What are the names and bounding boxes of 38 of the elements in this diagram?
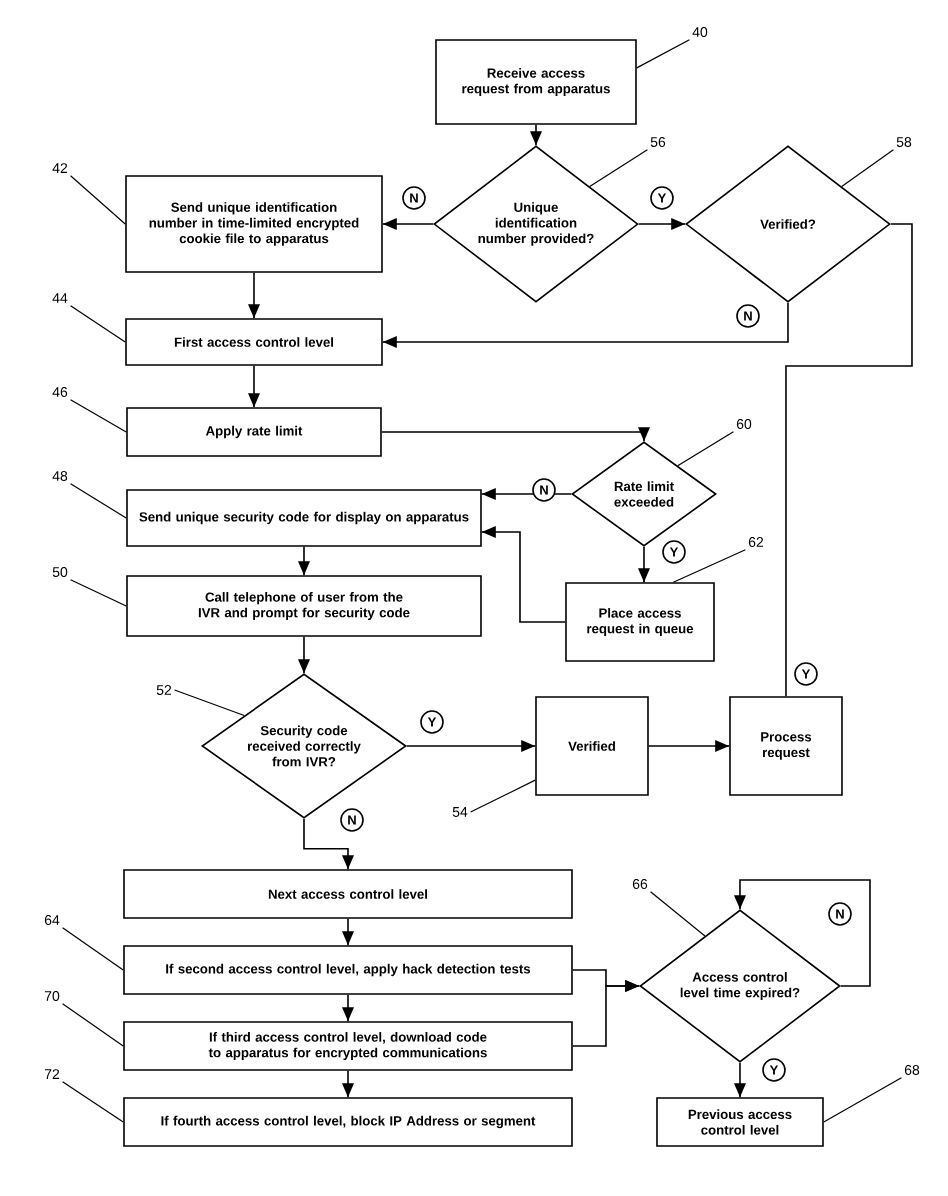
arrow [734,1062,746,1098]
arrow [298,546,310,576]
arrow [342,1070,354,1098]
leader-line [649,891,706,937]
leader-line [70,305,126,343]
leader-line [62,927,124,971]
leader-line [841,149,894,187]
arrow [342,918,354,946]
leader-line [62,1003,124,1047]
leader-line [823,1077,902,1123]
arrow [381,427,650,442]
arrow [648,740,730,752]
arrow [298,636,310,674]
leader-line [677,431,734,467]
arrow [248,272,260,320]
leader-line [636,39,690,69]
arrow [572,980,640,1047]
leader-line [62,1081,124,1123]
arrow [530,124,542,146]
leader-line [672,549,746,583]
arrow [303,818,354,870]
arrow [734,879,871,987]
arrow [481,488,572,500]
leader-line [70,483,127,519]
leader-line [589,149,648,187]
arrow [406,740,536,752]
arrow [382,218,434,230]
arrow [638,546,650,583]
arrow [638,218,686,230]
leader-line [469,779,536,813]
arrow [481,526,566,623]
leader-line [174,689,245,717]
arrow [382,302,789,348]
leader-line [70,399,127,433]
leader-line [70,579,127,607]
leader-line [70,175,126,225]
arrow [248,365,260,409]
arrow [342,994,354,1022]
